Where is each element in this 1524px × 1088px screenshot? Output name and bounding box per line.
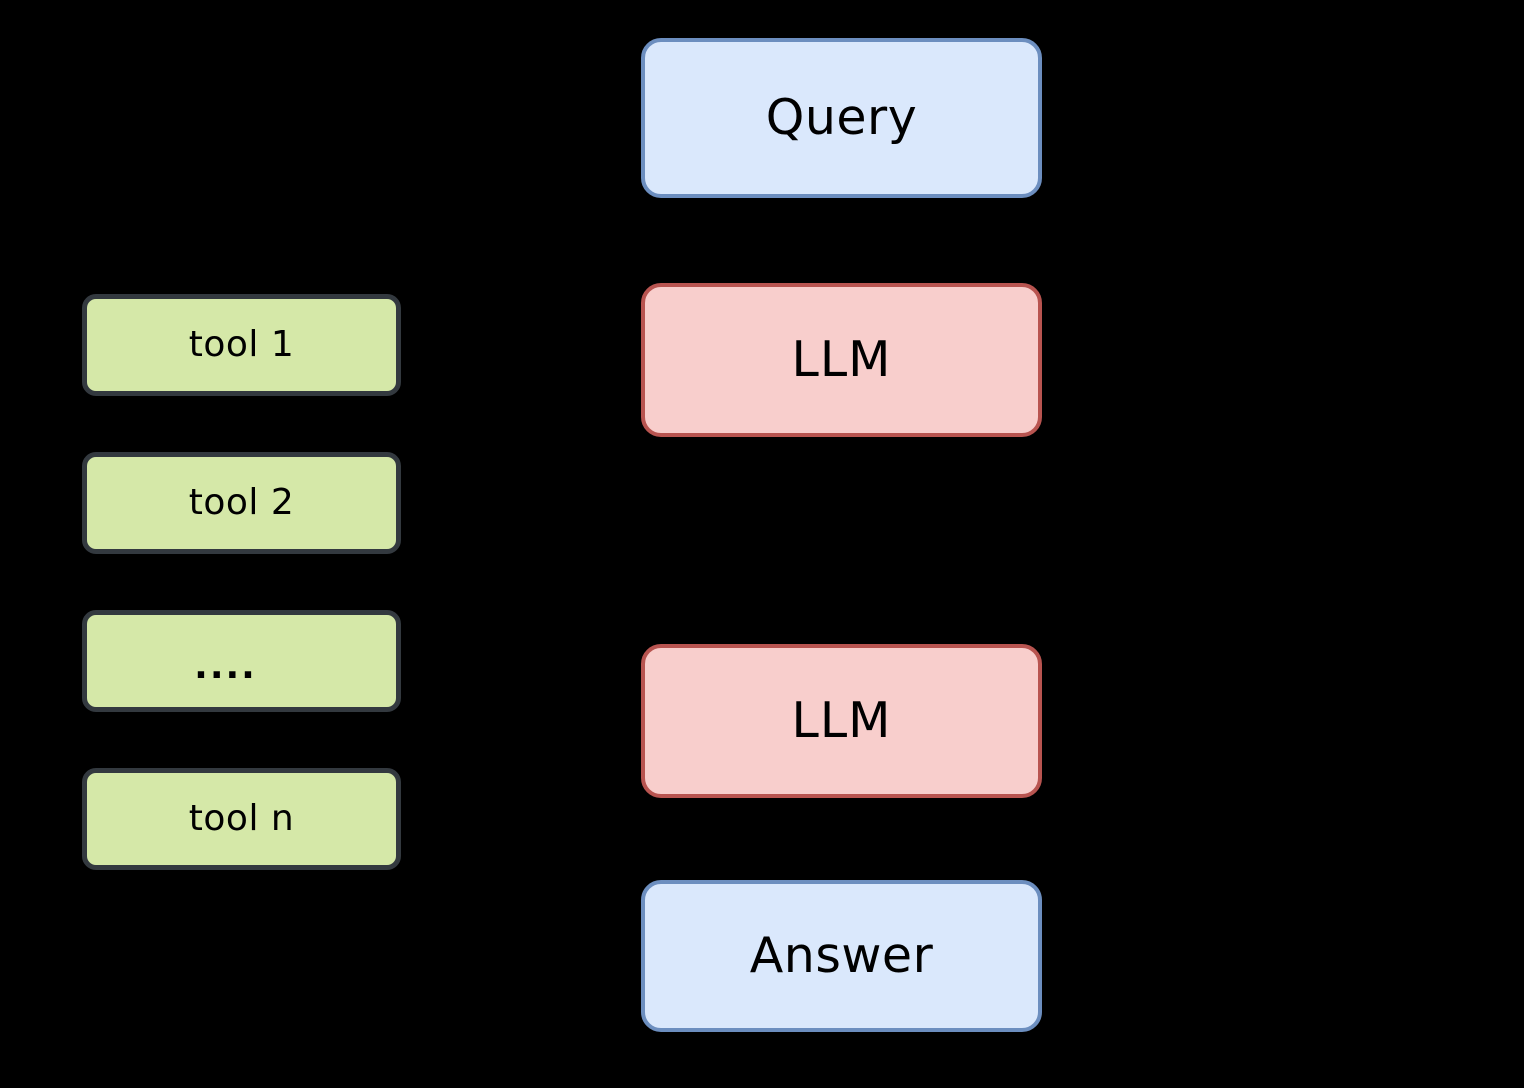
query-node[interactable]: Query xyxy=(641,38,1042,198)
llm-node-2[interactable]: LLM xyxy=(641,644,1042,798)
answer-node-label: Answer xyxy=(749,927,934,985)
llm-node-1[interactable]: LLM xyxy=(641,283,1042,437)
query-node-label: Query xyxy=(765,89,918,147)
tool-node-1-label: tool 1 xyxy=(188,324,295,366)
tool-node-ellipsis-label: .... xyxy=(194,646,257,688)
llm-node-1-label: LLM xyxy=(791,331,892,389)
tool-node-ellipsis[interactable]: .... xyxy=(82,610,401,712)
tool-node-n[interactable]: tool n xyxy=(82,768,401,870)
answer-node[interactable]: Answer xyxy=(641,880,1042,1032)
tool-node-2-label: tool 2 xyxy=(188,482,295,524)
tool-node-2[interactable]: tool 2 xyxy=(82,452,401,554)
tool-node-n-label: tool n xyxy=(188,798,295,840)
tool-node-1[interactable]: tool 1 xyxy=(82,294,401,396)
llm-node-2-label: LLM xyxy=(791,692,892,750)
